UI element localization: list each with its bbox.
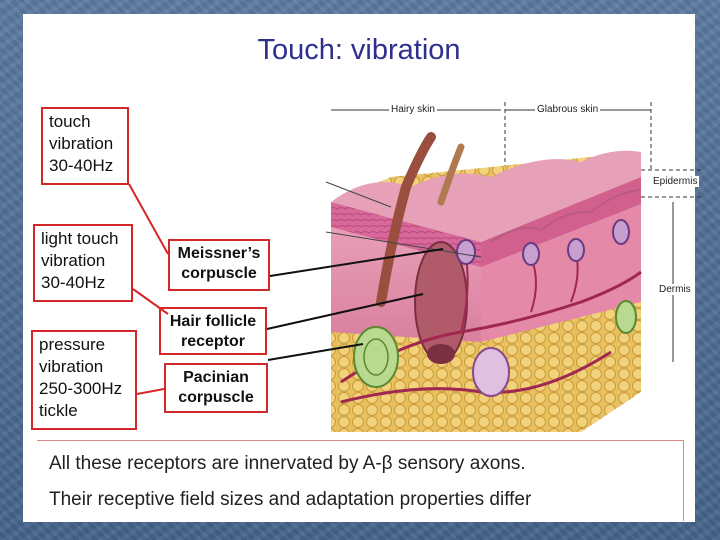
touch-label-box: touch vibration 30-40Hz [41,107,129,185]
skin-cross-section-diagram: Hairy skin Glabrous skin Epidermis Dermi… [281,92,715,454]
footer-text-box: All these receptors are innervated by A-… [37,440,684,521]
glabrous-skin-label: Glabrous skin [535,104,601,115]
slide-title: Touch: vibration [257,34,461,66]
pressure-label-box: pressure vibration 250-300Hz tickle [31,330,137,430]
meissner-corpuscle-box: Meissner’s corpuscle [168,239,270,291]
skin-illustration [325,102,701,432]
footer-line-2: Their receptive field sizes and adaptati… [49,489,532,510]
light-touch-label-box: light touch vibration 30-40Hz [33,224,133,302]
epidermis-label: Epidermis [651,176,700,187]
slide: Touch: vibration touch vibration 30-40Hz… [23,14,701,522]
pacinian-corpuscle-box: Pacinian corpuscle [164,363,268,413]
hair-follicle-receptor-box: Hair follicle receptor [159,307,267,355]
hairy-skin-label: Hairy skin [389,104,437,115]
dermis-label: Dermis [657,284,693,295]
footer-line-1: All these receptors are innervated by A-… [49,453,526,474]
